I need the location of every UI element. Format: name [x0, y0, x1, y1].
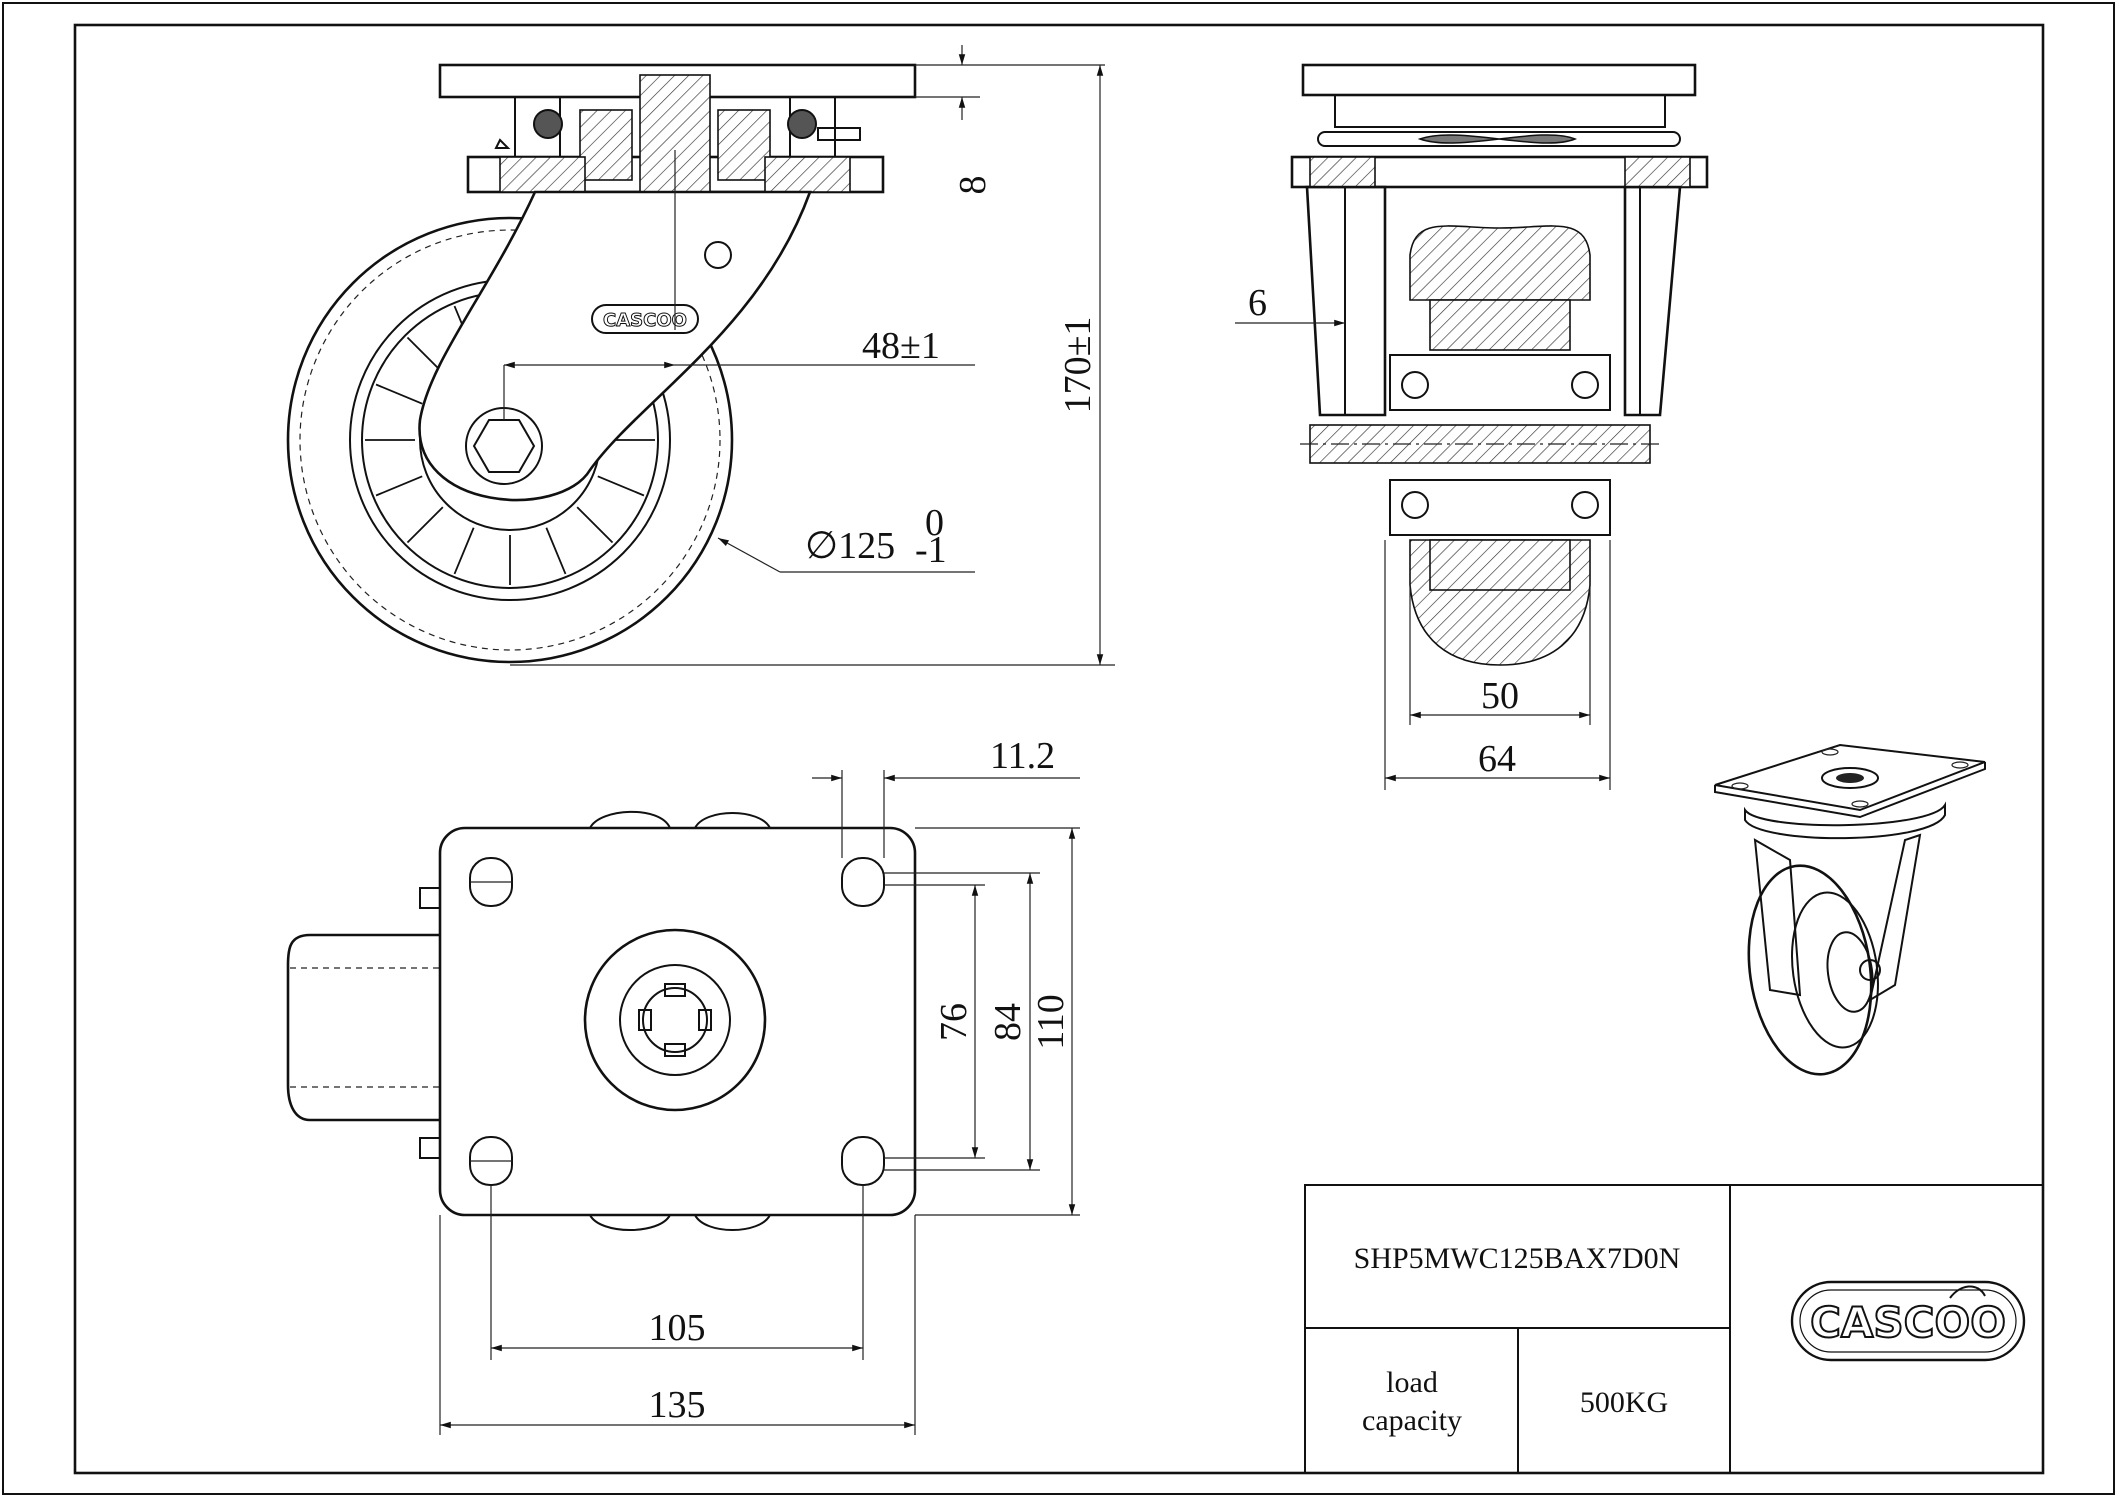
front-top-plate-inner	[1334, 94, 1666, 128]
top-fork-edge-top	[589, 810, 771, 829]
side-fork-leg	[418, 190, 812, 502]
iso-fork	[1753, 833, 1922, 1003]
side-grease-nipple	[494, 127, 861, 149]
dim-125-leader-b	[717, 537, 781, 573]
side-ball-left	[533, 109, 563, 139]
side-fork-hole	[704, 241, 732, 269]
top-center-ring-inner	[642, 987, 708, 1053]
wheel-spoke	[576, 506, 614, 544]
dim-110-label: 110	[1030, 994, 1072, 1050]
wheel-spoke	[545, 527, 567, 575]
load-capacity-label-line1: load	[1386, 1366, 1438, 1399]
top-fork-tab-1	[419, 887, 441, 909]
slot-bottom-right	[841, 1136, 885, 1186]
front-tire-top	[1409, 225, 1591, 301]
dim-50-label: 50	[1481, 675, 1519, 717]
top-fork-edge-bottom	[589, 1214, 771, 1231]
side-race-right	[717, 109, 771, 181]
iso-top-plate-edge	[1714, 762, 1986, 819]
front-fork-right	[1623, 185, 1682, 417]
iso-hole-4	[1851, 800, 1869, 808]
front-bearing-ball-3	[1401, 491, 1429, 519]
top-center-ring	[619, 964, 731, 1076]
svg-text:CASCOO: CASCOO	[603, 310, 687, 331]
slot-top-right	[841, 857, 885, 907]
front-rim-bottom	[1429, 539, 1571, 591]
wheel-spoke	[375, 475, 423, 497]
iso-wheel-rim	[1791, 891, 1879, 1049]
fork-logo: CASCOO	[591, 304, 699, 334]
side-ball-right	[787, 109, 817, 139]
dim-170-label: 170±1	[1057, 317, 1099, 414]
front-raceway	[1317, 131, 1681, 147]
side-axle-nut	[472, 419, 536, 473]
front-hub-top	[1389, 354, 1611, 411]
top-center-keys	[638, 983, 712, 1057]
load-capacity-label-line2: capacity	[1362, 1404, 1462, 1437]
isometric-view	[1714, 743, 1986, 1076]
title-block: SHP5MWC125BAX7D0N load capacity 500KG CA…	[1304, 1184, 2044, 1474]
dim-105-label: 105	[649, 1307, 706, 1349]
dim-76-label: 76	[933, 1003, 975, 1041]
wheel-spoke	[375, 383, 423, 405]
front-raceway-ball	[1417, 134, 1578, 144]
dim-64-label: 64	[1478, 738, 1516, 780]
drawing-frame	[73, 23, 2045, 1475]
side-housing-right	[764, 156, 851, 193]
wheel-spoke	[406, 506, 444, 544]
front-top-plate	[1301, 63, 1697, 97]
wheel-spoke	[453, 527, 475, 575]
iso-kingpin-inner	[1836, 773, 1864, 783]
top-view: 11.2 76 84 110 105 135	[286, 735, 1080, 1435]
side-view: CASCOO 8 170±1 48±1 ∅125 0 -1	[286, 45, 1115, 666]
top-center-boss	[583, 928, 767, 1112]
iso-kingpin	[1821, 767, 1879, 789]
front-fork-left	[1305, 185, 1387, 417]
iso-hole-1	[1731, 782, 1749, 790]
iso-hole-2	[1821, 748, 1839, 756]
dim-6-label: 6	[1248, 282, 1267, 324]
dim-125-label: ∅125	[805, 525, 895, 567]
iso-wheel	[1747, 864, 1873, 1076]
front-rim-top	[1429, 299, 1571, 351]
part-number: SHP5MWC125BAX7D0N	[1354, 1242, 1681, 1275]
dim-8-label: 8	[952, 176, 994, 195]
front-bearing-ball-2	[1571, 371, 1599, 399]
wheel-spoke	[597, 475, 645, 497]
iso-swivel-ring	[1744, 801, 1946, 840]
dim-48-label: 48±1	[862, 325, 940, 367]
load-capacity-value: 500KG	[1580, 1386, 1668, 1419]
top-mounting-plate	[438, 826, 917, 1217]
front-housing-hatch-left	[1309, 156, 1376, 188]
side-wheel-tread	[286, 216, 734, 664]
dim-11-label: 11.2	[990, 735, 1055, 777]
dim-125-tol-lower: -1	[915, 529, 947, 571]
top-plate-slots	[469, 857, 885, 1186]
wheel-spoke	[406, 336, 444, 374]
iso-axle-nut	[1859, 959, 1881, 981]
dim-135-label: 135	[649, 1384, 706, 1426]
front-hub-bottom	[1389, 479, 1611, 536]
side-housing-left	[499, 156, 586, 193]
dim-125-tol-upper: 0	[925, 502, 944, 544]
front-bearing-ball-4	[1571, 491, 1599, 519]
front-bearing-ball-1	[1401, 371, 1429, 399]
front-housing	[1290, 155, 1709, 189]
side-wheel-tread-inner	[299, 229, 721, 651]
title-block-logo: CASCOO	[1790, 1280, 2026, 1362]
front-housing-hatch-right	[1624, 156, 1691, 188]
front-section-view: 6 50 64	[1235, 63, 1709, 790]
side-race-left	[579, 109, 633, 181]
iso-wheel-hub	[1826, 931, 1874, 1013]
logo-wordmark: CASCOO	[1810, 1298, 2006, 1347]
dim-84-label: 84	[987, 1003, 1029, 1041]
top-fork-tab-2	[419, 1137, 441, 1159]
logo-swoosh-icon	[1949, 1285, 1986, 1299]
iso-hole-3	[1951, 761, 1969, 769]
top-wheel-outline	[286, 933, 440, 1122]
